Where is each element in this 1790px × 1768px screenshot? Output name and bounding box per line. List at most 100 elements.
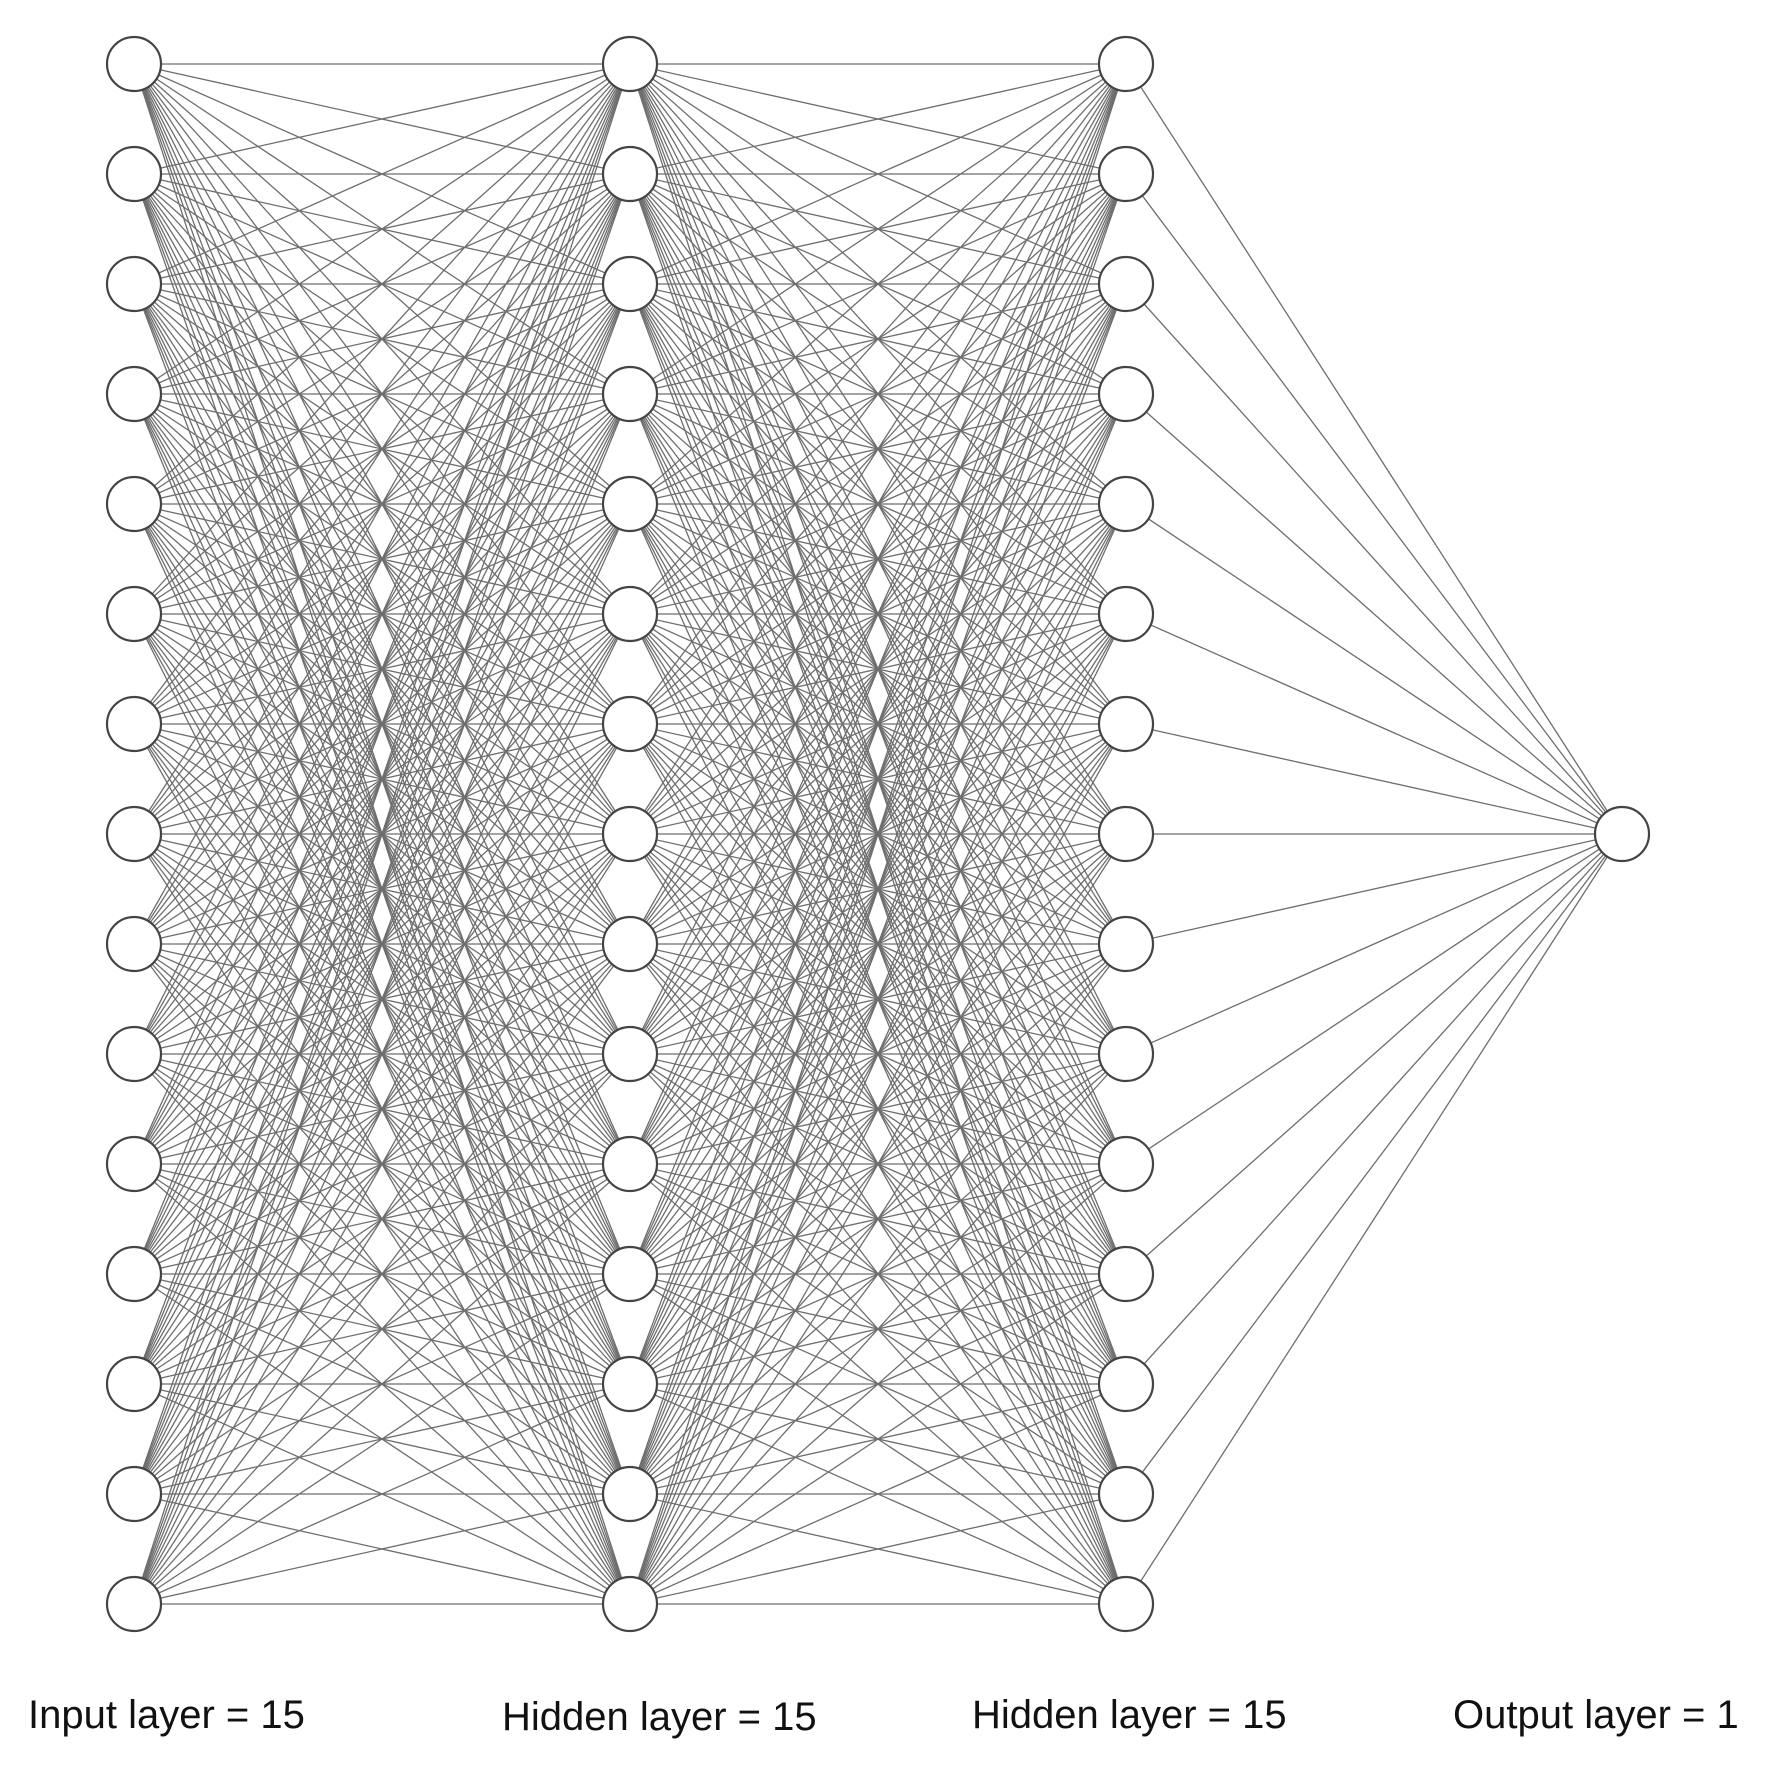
layer-labels: Input layer = 15 Hidden layer = 15 Hidde… bbox=[28, 1693, 1739, 1739]
edge-l1n6-l2n0 bbox=[629, 63, 1127, 725]
neuron-layer0-unit10 bbox=[105, 1135, 163, 1193]
edge-l2n12-l3n0 bbox=[1125, 833, 1623, 1385]
edge-l2n13-l3n0 bbox=[1125, 833, 1623, 1495]
neuron-layer2-unit10 bbox=[1097, 1135, 1155, 1193]
edge-l2n6-l3n0 bbox=[1125, 723, 1623, 835]
edge-l1n10-l2n0 bbox=[629, 63, 1127, 1165]
edge-l0n8-l1n0 bbox=[133, 63, 631, 945]
edge-l2n8-l3n0 bbox=[1125, 833, 1623, 945]
edge-l1n14-l2n7 bbox=[629, 833, 1127, 1605]
edge-l0n1-l1n0 bbox=[133, 63, 631, 175]
edge-l0n14-l1n5 bbox=[133, 613, 631, 1605]
neuron-layer2-unit14 bbox=[1097, 1575, 1155, 1633]
neuron-layer1-unit10 bbox=[601, 1135, 659, 1193]
neuron-layer0-unit6 bbox=[105, 695, 163, 753]
neuron-layer2-unit8 bbox=[1097, 915, 1155, 973]
edge-l0n14-l1n7 bbox=[133, 833, 631, 1605]
edge-l0n14-l1n9 bbox=[133, 1053, 631, 1605]
edge-l1n2-l2n0 bbox=[629, 63, 1127, 285]
neuron-layer1-unit11 bbox=[601, 1245, 659, 1303]
edge-l0n14-l1n12 bbox=[133, 1383, 631, 1605]
edge-l1n5-l2n0 bbox=[629, 63, 1127, 615]
edge-l0n14-l1n6 bbox=[133, 723, 631, 1605]
edge-l1n4-l2n0 bbox=[629, 63, 1127, 505]
edge-l2n10-l3n0 bbox=[1125, 833, 1623, 1165]
edge-l0n14-l1n3 bbox=[133, 393, 631, 1605]
neuron-layer1-unit12 bbox=[601, 1355, 659, 1413]
neuron-layer1-unit0 bbox=[601, 35, 659, 93]
edge-l0n14-l1n0 bbox=[133, 63, 631, 1605]
edge-l1n7-l2n0 bbox=[629, 63, 1127, 835]
edge-l0n14-l1n1 bbox=[133, 173, 631, 1605]
neuron-layer2-unit11 bbox=[1097, 1245, 1155, 1303]
neuron-layer2-unit7 bbox=[1097, 805, 1155, 863]
neuron-layer2-unit6 bbox=[1097, 695, 1155, 753]
edge-l2n9-l3n0 bbox=[1125, 833, 1623, 1055]
edge-l1n14-l2n0 bbox=[629, 63, 1127, 1605]
edge-l1n1-l2n0 bbox=[629, 63, 1127, 175]
edge-l0n14-l1n4 bbox=[133, 503, 631, 1605]
connection-edges bbox=[133, 63, 1623, 1605]
neuron-layer1-unit14 bbox=[601, 1575, 659, 1633]
edge-l1n14-l2n1 bbox=[629, 173, 1127, 1605]
edge-l0n5-l1n0 bbox=[133, 63, 631, 615]
neuron-layer0-unit7 bbox=[105, 805, 163, 863]
neuron-layer1-unit4 bbox=[601, 475, 659, 533]
neuron-layer2-unit9 bbox=[1097, 1025, 1155, 1083]
edge-l0n7-l1n0 bbox=[133, 63, 631, 835]
output-layer-label: Output layer = 1 bbox=[1453, 1693, 1739, 1737]
neuron-layer0-unit14 bbox=[105, 1575, 163, 1633]
neuron-layer0-unit11 bbox=[105, 1245, 163, 1303]
edge-l1n3-l2n0 bbox=[629, 63, 1127, 395]
neuron-layer1-unit3 bbox=[601, 365, 659, 423]
neuron-layer0-unit8 bbox=[105, 915, 163, 973]
edge-l2n4-l3n0 bbox=[1125, 503, 1623, 835]
edge-l0n14-l1n8 bbox=[133, 943, 631, 1605]
neuron-layer1-unit5 bbox=[601, 585, 659, 643]
edge-l2n2-l3n0 bbox=[1125, 283, 1623, 835]
edge-l2n0-l3n0 bbox=[1125, 63, 1623, 835]
neuron-layer2-unit12 bbox=[1097, 1355, 1155, 1413]
edge-l0n14-l1n13 bbox=[133, 1493, 631, 1605]
edge-l2n11-l3n0 bbox=[1125, 833, 1623, 1275]
edge-l1n8-l2n0 bbox=[629, 63, 1127, 945]
neuron-layer0-unit0 bbox=[105, 35, 163, 93]
edge-l2n5-l3n0 bbox=[1125, 613, 1623, 835]
edge-l1n9-l2n0 bbox=[629, 63, 1127, 1055]
neuron-layer2-unit13 bbox=[1097, 1465, 1155, 1523]
edge-l0n3-l1n0 bbox=[133, 63, 631, 395]
hidden-layer-1-label: Hidden layer = 15 bbox=[502, 1695, 817, 1739]
neuron-layer3-unit0 bbox=[1593, 805, 1651, 863]
neuron-layer0-unit13 bbox=[105, 1465, 163, 1523]
neuron-layer0-unit12 bbox=[105, 1355, 163, 1413]
edge-l1n14-l2n5 bbox=[629, 613, 1127, 1605]
edge-l1n14-l2n11 bbox=[629, 1273, 1127, 1605]
neuron-layer1-unit13 bbox=[601, 1465, 659, 1523]
edge-l1n14-l2n4 bbox=[629, 503, 1127, 1605]
neuron-layer1-unit6 bbox=[601, 695, 659, 753]
input-layer-label: Input layer = 15 bbox=[28, 1693, 305, 1737]
edge-l2n3-l3n0 bbox=[1125, 393, 1623, 835]
edge-l0n14-l1n11 bbox=[133, 1273, 631, 1605]
edge-l2n1-l3n0 bbox=[1125, 173, 1623, 835]
neuron-layer1-unit7 bbox=[601, 805, 659, 863]
neuron-layer2-unit5 bbox=[1097, 585, 1155, 643]
edge-l1n14-l2n8 bbox=[629, 943, 1127, 1605]
neuron-nodes bbox=[105, 35, 1651, 1633]
edge-l0n9-l1n0 bbox=[133, 63, 631, 1055]
edge-l1n14-l2n13 bbox=[629, 1493, 1127, 1605]
edge-l0n14-l1n2 bbox=[133, 283, 631, 1605]
neuron-layer2-unit4 bbox=[1097, 475, 1155, 533]
edge-l1n14-l2n6 bbox=[629, 723, 1127, 1605]
neuron-layer0-unit9 bbox=[105, 1025, 163, 1083]
edge-l0n11-l1n0 bbox=[133, 63, 631, 1275]
edge-l2n14-l3n0 bbox=[1125, 833, 1623, 1605]
edge-l0n13-l1n0 bbox=[133, 63, 631, 1495]
neuron-layer0-unit5 bbox=[105, 585, 163, 643]
neuron-layer2-unit0 bbox=[1097, 35, 1155, 93]
edge-l0n2-l1n0 bbox=[133, 63, 631, 285]
neuron-layer1-unit8 bbox=[601, 915, 659, 973]
edge-l1n12-l2n0 bbox=[629, 63, 1127, 1385]
edge-l1n14-l2n3 bbox=[629, 393, 1127, 1605]
